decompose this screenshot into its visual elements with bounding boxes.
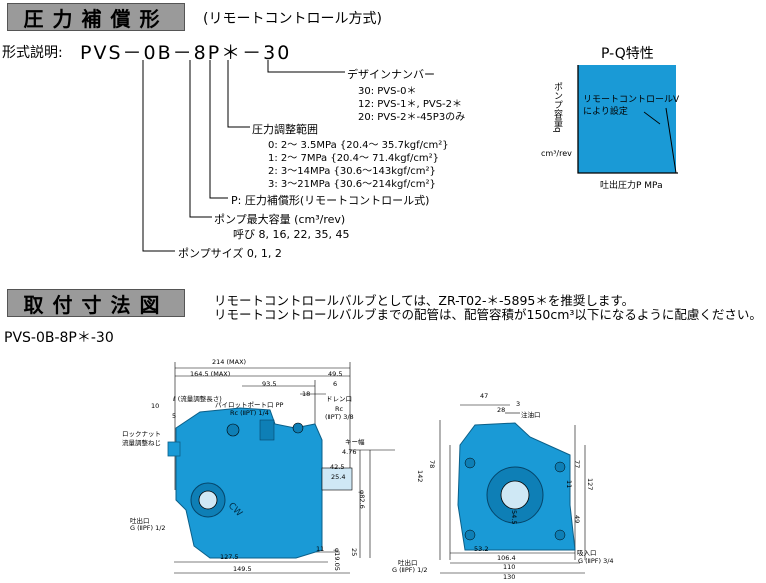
- dim-25-4: 25.4: [331, 473, 346, 481]
- dim-130: 130: [503, 573, 516, 581]
- dim-78: 78: [428, 460, 436, 469]
- max-capacity-heading: ポンプ最大容量 (cm³/rev): [214, 213, 346, 226]
- drain-rc: Rc: [335, 405, 344, 413]
- dim-6: 6: [333, 380, 338, 388]
- model-code: PVS－0B－8P＊－30: [80, 42, 292, 64]
- dim-11-side: 11: [316, 545, 325, 553]
- front-discharge-g: G (ⅡPF) 1/2: [392, 566, 428, 574]
- dim-82-6: φ82.6: [358, 490, 366, 509]
- dim-18: 18: [302, 390, 311, 398]
- pressure-range-item-0: 0: 2～ 3.5MPa {20.4～ 35.7kgf/cm²}: [268, 140, 449, 151]
- dim-149-5: 149.5: [233, 565, 252, 573]
- pump-side-view: CW: [167, 362, 395, 574]
- dim-127-5: 127.5: [220, 553, 239, 561]
- dim-3: 3: [516, 400, 521, 408]
- discharge-g: G (ⅡPF) 1/2: [130, 524, 166, 532]
- front-discharge: 吐出口: [398, 559, 418, 567]
- pq-chart: [577, 65, 678, 174]
- pressure-range-item-3: 3: 3～21MPa {30.6～214kgf/cm²}: [268, 179, 436, 190]
- design-number-heading: デザインナンバー: [347, 68, 435, 81]
- compensator-text: P: 圧力補償形(リモートコントロール式): [231, 194, 430, 207]
- dim-53-2: 53.2: [474, 545, 489, 553]
- flow-adj-label: 流量調整ねじ: [122, 439, 161, 447]
- drain-rc2: (ⅡPT) 3/8: [325, 413, 354, 421]
- dim-77: 77: [573, 460, 581, 469]
- pq-annotation-1: リモートコントロールV: [583, 95, 680, 105]
- dim-5: 5: [172, 412, 177, 420]
- dim-164: 164.5 (MAX): [190, 370, 231, 378]
- pump-body-side: [175, 407, 323, 559]
- dim-49-5: 49.5: [328, 370, 343, 378]
- design-number-item-2: 20: PVS-2＊-45P3のみ: [358, 112, 466, 123]
- pressure-range-item-2: 2: 3～14MPa {30.6～143kgf/cm²}: [268, 166, 436, 177]
- max-capacity-values: 呼び 8, 16, 22, 35, 45: [233, 228, 350, 241]
- pq-annotation-2: により設定: [583, 107, 628, 117]
- design-number-item-1: 12: PVS-1＊, PVS-2＊: [358, 99, 463, 110]
- section-2-note-1: リモートコントロールバルブとしては、ZR-T02-＊-5895＊を推奨します。: [214, 293, 635, 308]
- pump-size-text: ポンプサイズ 0, 1, 2: [178, 247, 282, 260]
- dim-142: 142: [416, 470, 424, 483]
- dim-54-5: 54.5: [510, 510, 518, 525]
- pilot-port: パイロットポート口 PP: [215, 401, 284, 409]
- dim-127: 127: [586, 478, 594, 491]
- dim-49: 49: [573, 515, 581, 524]
- section-2-note-2: リモートコントロールバルブまでの配管は、配管容積が150cm³以下になるように配…: [214, 307, 762, 322]
- suction-g: G (ⅡPF) 3/4: [578, 557, 614, 565]
- section-1-title: 圧力補償形: [7, 3, 185, 31]
- dim-93-5: 93.5: [262, 380, 277, 388]
- dim-11-front: 11: [565, 480, 573, 489]
- pq-chart-title: P-Q特性: [601, 46, 654, 62]
- pressure-range-heading: 圧力調整範囲: [252, 123, 318, 136]
- dim-110: 110: [503, 563, 516, 571]
- dim-total-max: 214 (MAX): [212, 358, 247, 366]
- pressure-range-item-1: 1: 2～ 7MPa {20.4～ 71.4kgf/cm²}: [268, 153, 440, 164]
- section-2-title: 取付寸法図: [7, 289, 185, 317]
- dim-47: 47: [480, 392, 489, 400]
- dim-42-5: 42.5: [330, 463, 345, 471]
- dim-10: 10: [151, 402, 160, 410]
- discharge-label: 吐出口: [130, 517, 150, 525]
- dim-19-05: φ19.05: [333, 548, 341, 571]
- pq-yunit: cm³/rev: [541, 149, 572, 158]
- suction-label: 吸入口: [577, 549, 597, 557]
- pq-xlabel: 吐出圧力P MPa: [600, 181, 663, 191]
- dim-25-side: 25: [350, 548, 358, 557]
- design-number-item-0: 30: PVS-0＊: [358, 86, 417, 97]
- locknut-label: ロックナット: [122, 430, 161, 438]
- pq-ylabel: ポンプ容量q: [552, 82, 562, 133]
- section-1-subtitle: (リモートコントロール方式): [203, 11, 382, 27]
- pilot-rc: Rc (ⅡPT) 1/4: [230, 409, 269, 417]
- dim-106-4: 106.4: [497, 554, 516, 562]
- dim-28: 28: [497, 406, 506, 414]
- drain-label: ドレン口: [326, 395, 352, 403]
- key-dim: 4.76: [342, 448, 357, 456]
- flow-screw: ℓ (流量調整長さ): [173, 395, 222, 403]
- model-code-label: 形式説明:: [2, 45, 63, 61]
- drawing-model: PVS-0B-8P＊-30: [4, 330, 114, 346]
- key-width-label: キー幅: [345, 438, 365, 446]
- model-code-tree: [142, 60, 345, 252]
- oil-inlet: 注油口: [521, 411, 541, 419]
- pump-front-view: [439, 404, 586, 574]
